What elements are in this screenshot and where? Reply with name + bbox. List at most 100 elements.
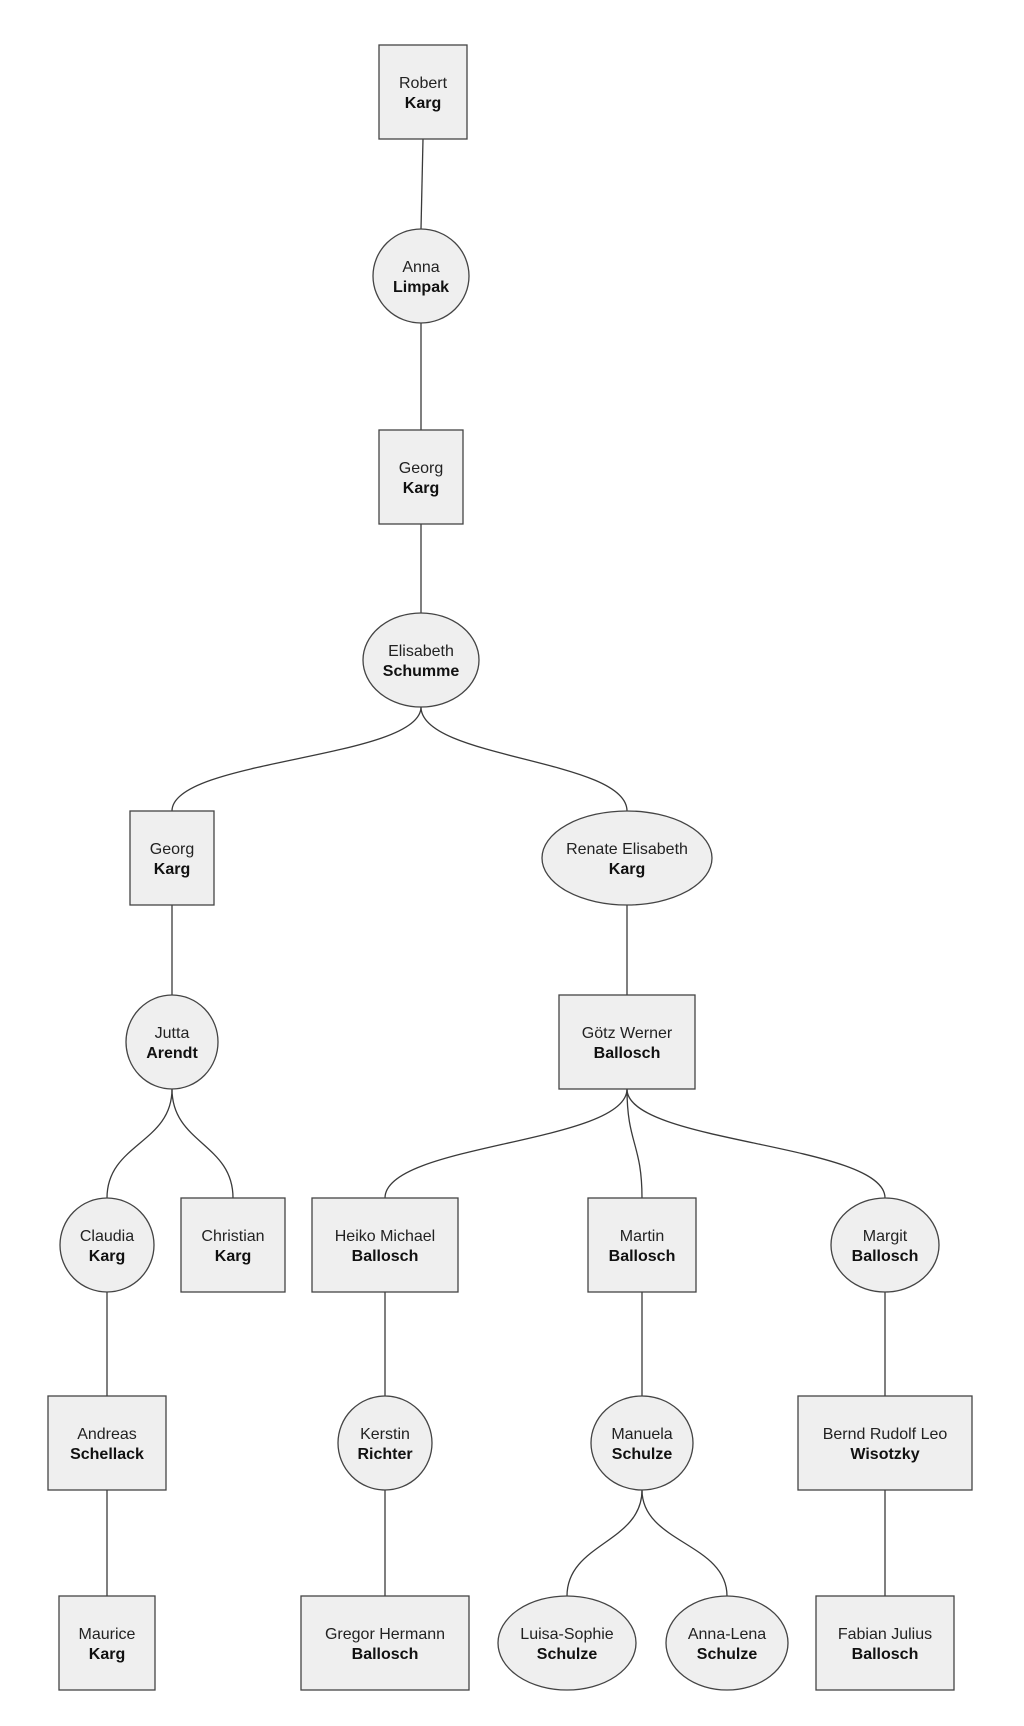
male-node-box — [558, 994, 696, 1090]
given-name: Luisa-Sophie — [520, 1626, 614, 1643]
given-name: Maurice — [79, 1626, 136, 1643]
female-node-ellipse — [665, 1595, 789, 1691]
connector-line — [384, 1088, 628, 1199]
female-node-ellipse — [541, 810, 713, 906]
surname: Karg — [215, 1248, 251, 1265]
female-node-ellipse — [590, 1395, 694, 1491]
connector-line — [106, 1088, 173, 1199]
person-nodes: RobertKargAnnaLimpakGeorgKargElisabethSc… — [47, 44, 973, 1691]
surname: Schulze — [537, 1646, 598, 1663]
male-node-box — [47, 1395, 167, 1491]
surname: Karg — [154, 861, 190, 878]
given-name: Martin — [620, 1228, 664, 1245]
male-node-box — [180, 1197, 286, 1293]
surname: Arendt — [146, 1045, 198, 1062]
connector-line — [641, 1489, 728, 1597]
given-name: Robert — [399, 75, 448, 92]
given-name: Claudia — [80, 1228, 134, 1245]
given-name: Jutta — [155, 1025, 190, 1042]
male-node-box — [300, 1595, 470, 1691]
given-name: Bernd Rudolf Leo — [823, 1426, 948, 1443]
connector-line — [171, 706, 422, 812]
surname: Schellack — [70, 1446, 144, 1463]
female-node-ellipse — [372, 228, 470, 324]
given-name: Margit — [863, 1228, 908, 1245]
surname: Karg — [609, 861, 645, 878]
given-name: Heiko Michael — [335, 1228, 435, 1245]
female-node-ellipse — [337, 1395, 433, 1491]
female-node-ellipse — [362, 612, 480, 708]
given-name: Anna — [402, 259, 439, 276]
surname: Schulze — [697, 1646, 758, 1663]
surname: Schumme — [383, 663, 460, 680]
surname: Wisotzky — [850, 1446, 919, 1463]
given-name: Georg — [150, 841, 194, 858]
surname: Ballosch — [352, 1248, 419, 1265]
surname: Limpak — [393, 279, 449, 296]
connector-line — [566, 1489, 643, 1597]
connector-lines — [106, 138, 886, 1597]
given-name: Christian — [201, 1228, 264, 1245]
surname: Karg — [405, 95, 441, 112]
given-name: Georg — [399, 460, 443, 477]
male-node-box — [797, 1395, 973, 1491]
male-node-box — [378, 429, 464, 525]
male-node-box — [815, 1595, 955, 1691]
surname: Ballosch — [352, 1646, 419, 1663]
surname: Karg — [403, 480, 439, 497]
connector-line — [626, 1088, 643, 1199]
surname: Ballosch — [852, 1248, 919, 1265]
surname: Schulze — [612, 1446, 673, 1463]
surname: Ballosch — [594, 1045, 661, 1062]
female-node-ellipse — [59, 1197, 155, 1293]
surname: Ballosch — [609, 1248, 676, 1265]
given-name: Kerstin — [360, 1426, 410, 1443]
male-node-box — [129, 810, 215, 906]
surname: Richter — [357, 1446, 412, 1463]
given-name: Manuela — [611, 1426, 672, 1443]
given-name: Anna-Lena — [688, 1626, 766, 1643]
connector-line — [626, 1088, 886, 1199]
male-node-box — [378, 44, 468, 140]
surname: Ballosch — [852, 1646, 919, 1663]
given-name: Andreas — [77, 1426, 137, 1443]
female-node-ellipse — [497, 1595, 637, 1691]
male-node-box — [587, 1197, 697, 1293]
female-node-ellipse — [830, 1197, 940, 1293]
given-name: Götz Werner — [582, 1025, 673, 1042]
male-node-box — [311, 1197, 459, 1293]
surname: Karg — [89, 1248, 125, 1265]
given-name: Fabian Julius — [838, 1626, 932, 1643]
given-name: Renate Elisabeth — [566, 841, 688, 858]
given-name: Gregor Hermann — [325, 1626, 445, 1643]
surname: Karg — [89, 1646, 125, 1663]
given-name: Elisabeth — [388, 643, 454, 660]
connector-line — [171, 1088, 234, 1199]
connector-line — [420, 138, 424, 230]
female-node-ellipse — [125, 994, 219, 1090]
male-node-box — [58, 1595, 156, 1691]
